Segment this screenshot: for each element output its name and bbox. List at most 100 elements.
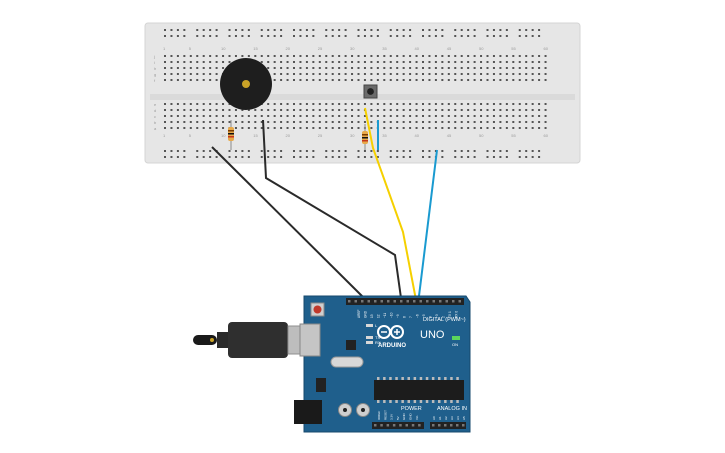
header-pin[interactable] (445, 300, 449, 303)
header-pin[interactable] (392, 424, 396, 427)
breadboard-row-letter: h (154, 66, 156, 71)
breadboard-hole (293, 35, 295, 37)
header-pin[interactable] (462, 424, 465, 427)
push-button[interactable] (363, 84, 378, 99)
header-pin[interactable] (432, 300, 436, 303)
wire-yellow-button[interactable] (364, 107, 417, 301)
breadboard-hole (480, 109, 483, 111)
dc-power-jack[interactable] (294, 400, 322, 424)
header-pin[interactable] (374, 424, 377, 427)
breadboard-hole (318, 109, 321, 111)
breadboard-hole (402, 115, 405, 117)
breadboard-hole (331, 156, 334, 158)
wire-black-buzzer-gnd[interactable] (211, 146, 365, 299)
header-pin[interactable] (439, 300, 442, 303)
header-pin[interactable] (380, 424, 383, 427)
breadboard-hole (363, 115, 366, 117)
usb-cable[interactable] (193, 322, 317, 358)
header-pin[interactable] (452, 300, 455, 303)
breadboard-hole (415, 127, 418, 129)
breadboard-hole (473, 150, 476, 152)
header-pin[interactable] (361, 300, 364, 303)
header-pin[interactable] (419, 300, 423, 303)
breadboard-hole (538, 127, 541, 129)
breadboard-hole (202, 61, 205, 63)
breadboard-hole (318, 73, 321, 75)
header-pin[interactable] (406, 300, 410, 303)
breadboard-hole (318, 67, 321, 69)
breadboard-hole (538, 115, 541, 117)
breadboard-hole (467, 55, 470, 57)
header-pin[interactable] (393, 300, 397, 303)
breadboard-hole (389, 55, 392, 57)
breadboard-hole (344, 67, 347, 69)
piezo-buzzer[interactable] (220, 58, 272, 110)
header-pin[interactable] (399, 424, 402, 427)
breadboard-hole (312, 156, 315, 158)
header-pin[interactable] (348, 300, 351, 303)
header-pin[interactable] (418, 424, 421, 427)
header-pin[interactable] (432, 424, 435, 427)
power-pin-label: Vin (415, 415, 419, 420)
breadboard-hole (512, 115, 515, 117)
breadboard-hole (170, 79, 173, 81)
breadboard-hole (447, 67, 450, 69)
breadboard-hole (538, 103, 541, 105)
breadboard-hole (176, 55, 179, 57)
breadboard-hole (492, 109, 495, 111)
breadboard-hole (486, 73, 489, 75)
analog-pin-label: A4 (456, 416, 460, 420)
breadboard-hole (389, 115, 392, 117)
breadboard-hole (338, 121, 341, 123)
breadboard-hole (215, 55, 218, 57)
header-pin[interactable] (405, 424, 409, 427)
resistor-left[interactable] (228, 120, 234, 150)
header-pin[interactable] (426, 300, 429, 303)
header-pin[interactable] (367, 300, 371, 303)
breadboard-hole (441, 127, 444, 129)
breadboard-hole (544, 121, 547, 123)
bottom-header-pins (374, 424, 465, 427)
breadboard-hole (325, 103, 328, 105)
resistor-right[interactable] (362, 124, 368, 150)
breadboard-hole (176, 109, 179, 111)
header-pin[interactable] (450, 424, 453, 427)
header-pin[interactable] (387, 300, 390, 303)
breadboard-hole (176, 103, 179, 105)
header-pin[interactable] (374, 300, 377, 303)
breadboard-hole (518, 67, 521, 69)
breadboard-hole (299, 35, 302, 37)
breadboard-hole (318, 115, 321, 117)
wire-black-buzzer-signal[interactable] (262, 119, 402, 299)
breadboard-hole (344, 150, 347, 152)
usb-port[interactable] (299, 323, 321, 357)
header-pin[interactable] (354, 300, 358, 303)
breadboard-hole (460, 35, 463, 37)
breadboard-hole (434, 67, 437, 69)
header-pin[interactable] (444, 424, 447, 427)
header-pin[interactable] (456, 424, 459, 427)
breadboard-hole (209, 61, 212, 63)
breadboard-hole (525, 35, 528, 37)
header-pin[interactable] (458, 300, 462, 303)
breadboard-hole (202, 79, 205, 81)
header-pin[interactable] (413, 300, 416, 303)
breadboard-hole (164, 115, 166, 117)
power-pin-label: RESET (383, 410, 387, 420)
on-led (452, 336, 460, 340)
header-pin[interactable] (386, 424, 390, 427)
header-pin[interactable] (380, 300, 384, 303)
breadboard-hole (209, 156, 212, 158)
breadboard-hole (331, 55, 334, 57)
breadboard-hole (351, 73, 354, 75)
breadboard-hole (396, 79, 399, 81)
breadboard-hole (176, 61, 179, 63)
breadboard-hole (293, 121, 295, 123)
header-pin[interactable] (438, 424, 441, 427)
header-pin[interactable] (411, 424, 415, 427)
header-pin[interactable] (400, 300, 403, 303)
breadboard-hole (241, 115, 244, 117)
breadboard-hole (544, 73, 547, 75)
